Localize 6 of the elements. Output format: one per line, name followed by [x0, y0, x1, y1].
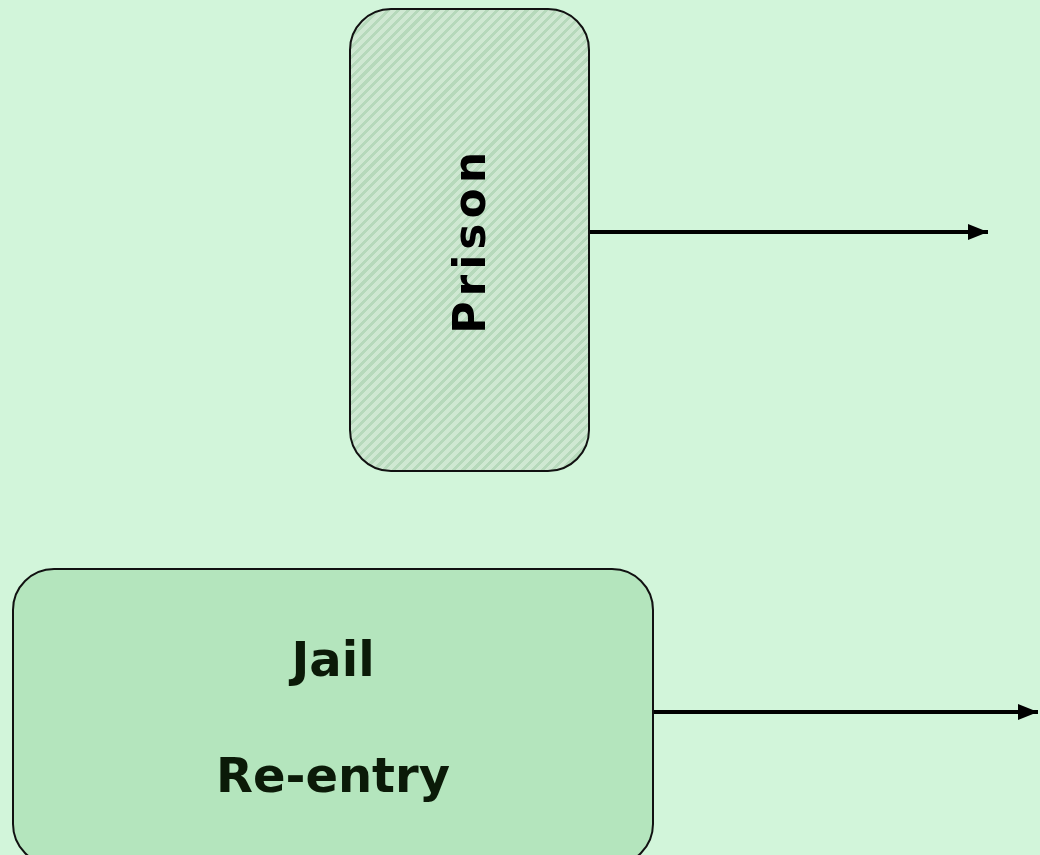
- rounded-box: [12, 568, 654, 855]
- box-label: Prison: [444, 146, 495, 334]
- arrow: [590, 224, 988, 241]
- box-label: Re-entry: [215, 746, 451, 804]
- arrow: [654, 703, 1038, 720]
- rounded-box: [349, 8, 590, 472]
